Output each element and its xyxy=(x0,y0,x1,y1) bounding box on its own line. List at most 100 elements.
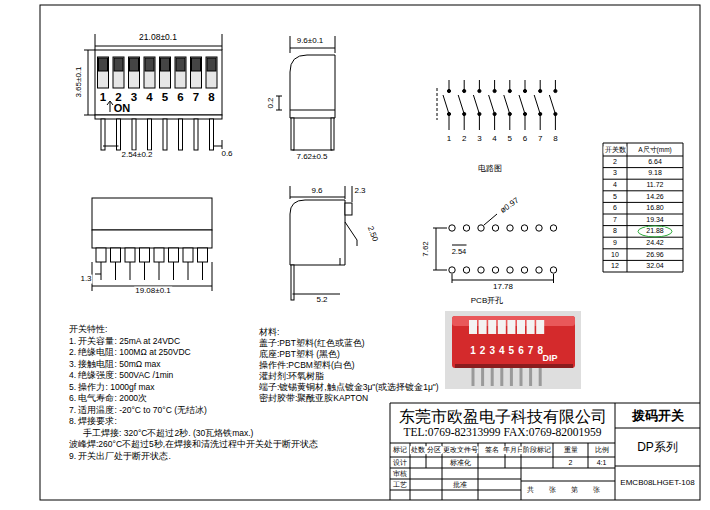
drawing-frame xyxy=(40,5,700,500)
photo-mark: DIP xyxy=(541,354,558,364)
spec-note: 4. 绝缘强度: 500VAC /1min xyxy=(68,371,174,380)
spec-note: 开关特性: xyxy=(68,325,108,334)
material-note: 材料: xyxy=(258,328,280,337)
view-title: PCB开孔 xyxy=(470,297,504,306)
table-cell: 9.18 xyxy=(647,170,663,178)
on-mark: ON xyxy=(113,102,132,114)
series-box: DP系列 xyxy=(616,429,699,465)
table-cell: 5 xyxy=(612,193,618,201)
material-note: 端子:镀锡黄铜材,触点镀金3μ"(或选择镀金1μ") xyxy=(258,383,440,392)
table-cell: 24.42 xyxy=(645,239,665,247)
side-view xyxy=(276,36,335,150)
dimension-label: 9.6±0.1 xyxy=(296,37,325,46)
box-text: TEL:0769-82313999 FAX:0769-82001959 xyxy=(403,426,601,440)
size-table xyxy=(603,143,683,272)
photo-number: 6 xyxy=(517,345,525,356)
dimension-label: 3.65±0.1 xyxy=(75,65,84,98)
table-cell: 4 xyxy=(612,181,618,189)
dimension-label: 7.62 xyxy=(422,240,431,258)
pin-number: 8 xyxy=(552,135,558,144)
spec-note: 手工焊接: 320°C不超过2秒. (30瓦烙铁max.) xyxy=(82,429,254,438)
table-cell: 2 xyxy=(612,158,618,166)
box-title: 拨码开关 xyxy=(632,408,684,424)
dimension-label: 2.54 xyxy=(451,248,468,256)
dimension-label: 19.08±0.1 xyxy=(134,287,172,296)
dimension-label: ø0.97 xyxy=(498,196,521,216)
table-cell: 14.26 xyxy=(645,193,665,201)
title-cell: 工艺 xyxy=(392,481,408,489)
spec-note: 8. 焊接要求: xyxy=(68,417,118,426)
title-cell: 2 xyxy=(568,459,574,467)
material-note: 灌封剂:环氧树脂 xyxy=(258,372,325,381)
dimension-label: 1.3 xyxy=(79,275,92,284)
dimension-label: 7.62±0.5 xyxy=(295,153,328,162)
title-cell: 标准化 xyxy=(449,459,472,467)
photo-number: 7 xyxy=(527,345,535,356)
photo-number: 5 xyxy=(508,345,516,356)
switch-number: 4 xyxy=(145,91,153,104)
title-cell: 共 xyxy=(526,486,535,494)
pin-number: 1 xyxy=(446,135,452,144)
table-cell: 10 xyxy=(610,251,620,259)
dimension-label: 0.2 xyxy=(267,96,276,109)
title-cell: 重量 xyxy=(563,446,579,454)
dimension-label: 9.6 xyxy=(310,187,323,196)
title-cell: 签名 xyxy=(484,446,500,454)
title-cell: 4:1 xyxy=(596,459,608,467)
dimension-label: 0.6 xyxy=(220,150,233,159)
title-cell: 批准 xyxy=(452,481,468,489)
switch-number: 3 xyxy=(130,91,138,104)
title-cell: 更改文件号 xyxy=(442,446,479,453)
title-cell: 阶段标记 xyxy=(522,446,552,454)
table-cell: 21.88 xyxy=(645,228,665,236)
box-title: 东莞市欧盈电子科技有限公司 xyxy=(399,407,607,426)
title-cell: 审核 xyxy=(392,470,408,478)
title-block xyxy=(390,403,700,500)
dimension-label: 21.08±0.1 xyxy=(138,33,178,42)
photo-number: 4 xyxy=(498,345,506,356)
front-view-lower xyxy=(92,198,212,291)
circuit-diagram xyxy=(437,80,557,130)
table-cell: 16.80 xyxy=(645,204,665,212)
spec-note: 1. 开关容量: 25mA at 24VDC xyxy=(68,337,181,346)
dimension-label: 2.50 xyxy=(365,224,379,244)
table-cell: 9 xyxy=(612,239,618,247)
switch-number: 5 xyxy=(161,91,169,104)
view-title: 电路图 xyxy=(477,165,503,174)
pin-number: 6 xyxy=(522,135,528,144)
table-cell: 6 xyxy=(612,204,618,212)
pin-number: 3 xyxy=(476,135,482,144)
dimension-label: 2.3 xyxy=(353,187,366,196)
table-header: A尺寸(mm) xyxy=(637,146,673,153)
title-cell: 比例 xyxy=(594,446,610,454)
table-cell: 32.04 xyxy=(645,262,665,270)
table-cell: 19.34 xyxy=(645,216,665,224)
switch-number: 8 xyxy=(207,91,215,104)
title-cell: 处数 xyxy=(410,446,426,454)
title-cell: 设计 xyxy=(392,459,408,467)
switch-number: 1 xyxy=(99,91,107,104)
title-cell: 分区 xyxy=(426,446,442,454)
pin-number: 5 xyxy=(507,135,513,144)
spec-note: 7. 适用温度: -20°C to 70°C (无结冰) xyxy=(68,406,208,415)
spec-note: 3. 接触电阻: 50mΩ max xyxy=(68,360,161,369)
table-cell: 8 xyxy=(612,228,618,236)
material-note: 密封胶带:聚酰亚胺KAPTON xyxy=(258,394,369,403)
title-box: 拨码开关 xyxy=(616,404,699,427)
table-cell: 6.64 xyxy=(647,158,663,166)
pin-number: 7 xyxy=(537,135,543,144)
material-note: 盖子:PBT塑料(红色或蓝色) xyxy=(258,339,366,348)
spec-note: 6. 电气寿命: 2000次 xyxy=(68,394,148,403)
table-cell: 3 xyxy=(612,170,618,178)
table-header: 开关数 xyxy=(604,146,627,153)
title-cell: 张 xyxy=(592,486,601,494)
pin-number: 2 xyxy=(461,135,467,144)
company-box: 东莞市欧盈电子科技有限公司TEL:0769-82313999 FAX:0769-… xyxy=(391,404,614,442)
dimension-label: 5.2 xyxy=(315,296,328,305)
switch-number: 7 xyxy=(192,91,200,104)
photo-number: 2 xyxy=(479,345,487,356)
material-note: 底座:PBT塑料 (黑色) xyxy=(258,350,341,359)
material-note: 操作件:PCBM塑料(白色) xyxy=(258,361,356,370)
pin-number: 4 xyxy=(491,135,497,144)
front-view xyxy=(84,34,222,150)
